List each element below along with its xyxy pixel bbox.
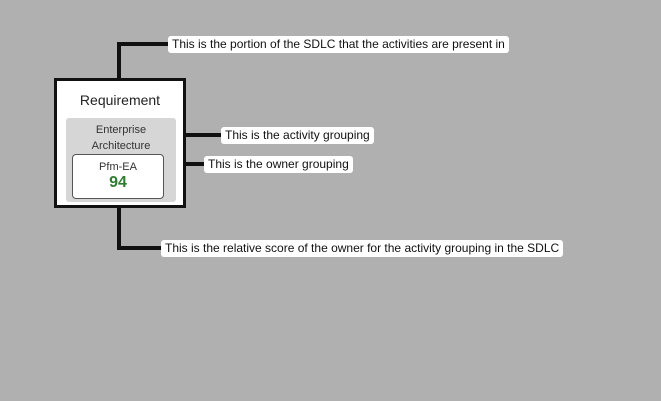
owner-box[interactable]: Pfm-EA 94 — [72, 154, 164, 199]
activity-group-label-line1: Enterprise — [95, 124, 147, 136]
sdlc-phase-title: Requirement — [79, 92, 161, 108]
callout-sdlc-portion: This is the portion of the SDLC that the… — [168, 36, 509, 53]
score-arrow — [112, 194, 161, 250]
activity-group-box: Enterprise Architecture Pfm-EA 94 — [66, 118, 176, 202]
callout-activity-grouping: This is the activity grouping — [221, 127, 374, 144]
activity-group-label: Enterprise Architecture — [66, 122, 176, 154]
callout-owner-grouping: This is the owner grouping — [204, 156, 353, 173]
activity-group-label-line2: Architecture — [91, 140, 151, 152]
sdlc-phase-card: Requirement Enterprise Architecture Pfm-… — [54, 78, 186, 208]
sdlc-arrow — [112, 42, 168, 92]
owner-name: Pfm-EA — [99, 161, 137, 173]
callout-relative-score: This is the relative score of the owner … — [161, 240, 564, 257]
owner-score: 94 — [109, 174, 127, 191]
